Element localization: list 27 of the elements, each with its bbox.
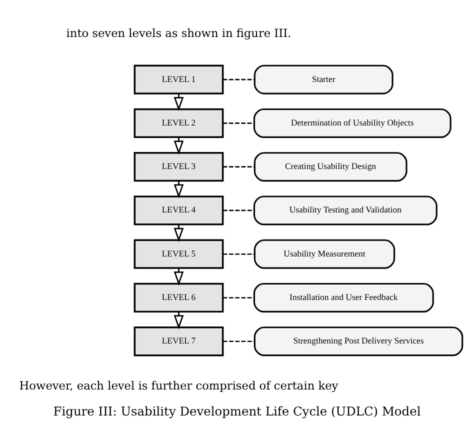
- node-box: LEVEL 3: [134, 152, 224, 182]
- label: into seven levels as shown in figure III.: [66, 26, 292, 40]
- node-box: LEVEL 1: [134, 64, 224, 94]
- node-box: Installation and User Feedback: [253, 282, 434, 312]
- connector: [222, 252, 255, 254]
- label: However, each level is further comprised of certain key: [19, 378, 338, 392]
- node-box: LEVEL 5: [134, 238, 224, 268]
- node-box: Strengthening Post Delivery Services: [254, 326, 464, 356]
- arrow: [174, 224, 184, 242]
- node-box: Starter: [254, 64, 394, 94]
- connector: [222, 122, 254, 124]
- arrow: [174, 268, 184, 286]
- node-box: LEVEL 4: [134, 195, 224, 225]
- connector: [222, 296, 254, 298]
- connector: [223, 340, 254, 342]
- node-box: Usability Testing and Validation: [253, 195, 438, 225]
- node-box: Creating Usability Design: [254, 152, 408, 182]
- arrow: [174, 93, 184, 111]
- node-box: LEVEL 2: [134, 108, 224, 138]
- node-box: Determination of Usability Objects: [253, 108, 452, 138]
- node-box: LEVEL 7: [134, 326, 224, 356]
- node-box: Usability Measurement: [254, 238, 396, 268]
- connector: [223, 209, 254, 211]
- connector: [222, 78, 254, 80]
- caption: Figure III: Usability Development Life Cycle (UDLC) Model: [53, 404, 421, 418]
- node-box: LEVEL 6: [134, 282, 224, 312]
- connector: [222, 166, 254, 167]
